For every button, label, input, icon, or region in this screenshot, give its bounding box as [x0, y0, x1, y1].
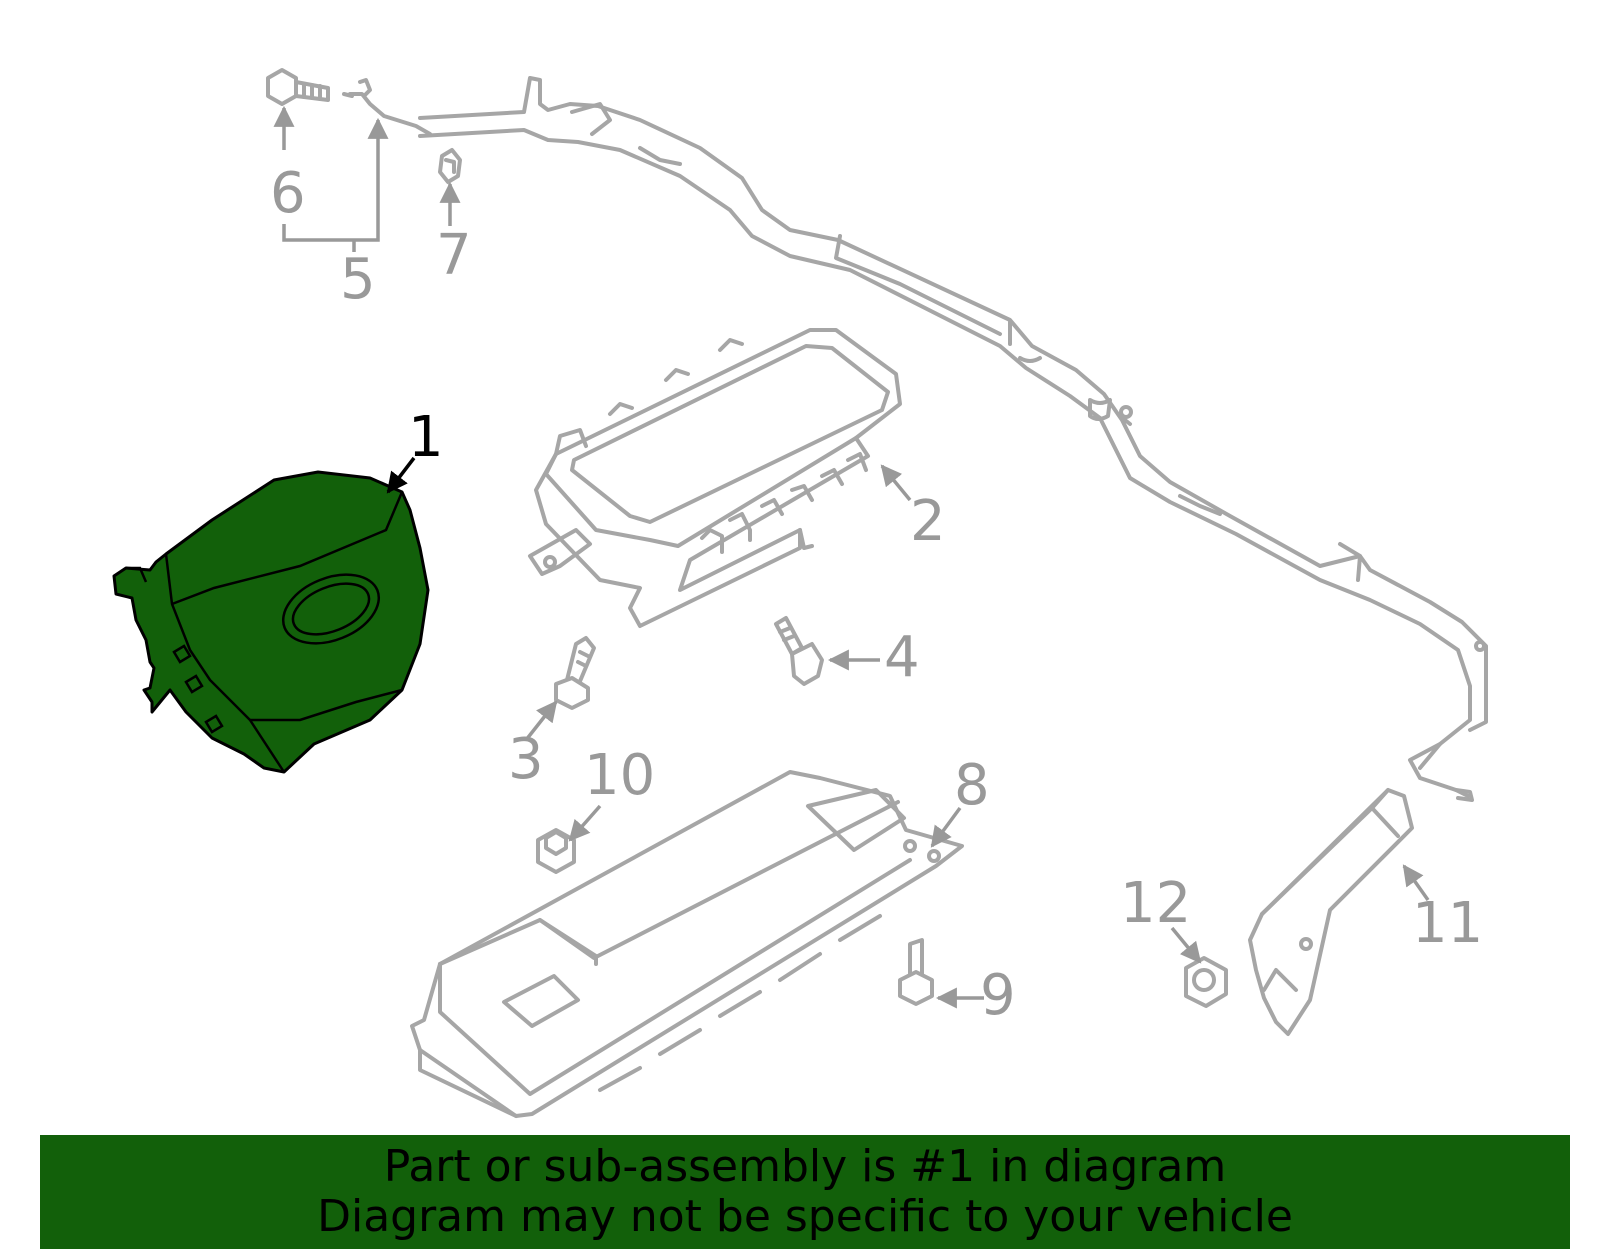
- part-8-knee-airbag: [410, 770, 964, 1118]
- callout-6: 6: [270, 161, 306, 226]
- callout-10: 10: [584, 743, 655, 808]
- callout-3: 3: [508, 727, 544, 792]
- callout-11: 11: [1412, 891, 1483, 956]
- callout-12: 12: [1120, 871, 1191, 936]
- callout-labels: 1 2 3 4 5 6 7 8 9 10 11 12: [270, 161, 1483, 1028]
- info-banner: Part or sub-assembly is #1 in diagram Di…: [40, 1135, 1570, 1249]
- callout-1: 1: [408, 405, 444, 470]
- curtain-airbag-rail: [418, 76, 1488, 802]
- part-10-nut: [536, 828, 576, 874]
- callout-7: 7: [436, 223, 472, 288]
- part-7-clip-nut: [438, 148, 462, 184]
- part-9-bolt: [898, 938, 934, 1006]
- callout-2: 2: [910, 489, 946, 554]
- callout-9: 9: [980, 963, 1016, 1028]
- part-3-bolt: [554, 636, 596, 710]
- part-6-bolt: [266, 68, 330, 106]
- banner-line-1: Part or sub-assembly is #1 in diagram: [383, 1141, 1227, 1192]
- part-2-passenger-airbag: [528, 328, 902, 628]
- callout-4: 4: [884, 625, 920, 690]
- callout-8: 8: [954, 753, 990, 818]
- part-1-driver-airbag: [112, 470, 430, 774]
- banner-line-2: Diagram may not be specific to your vehi…: [317, 1191, 1293, 1242]
- part-12-nut: [1184, 956, 1228, 1008]
- part-5-connector-harness: [342, 78, 432, 136]
- callout-5: 5: [340, 247, 376, 312]
- leader-lines: [273, 105, 1430, 1009]
- part-11-bracket: [1248, 788, 1414, 1036]
- part-4-bolt: [774, 616, 824, 686]
